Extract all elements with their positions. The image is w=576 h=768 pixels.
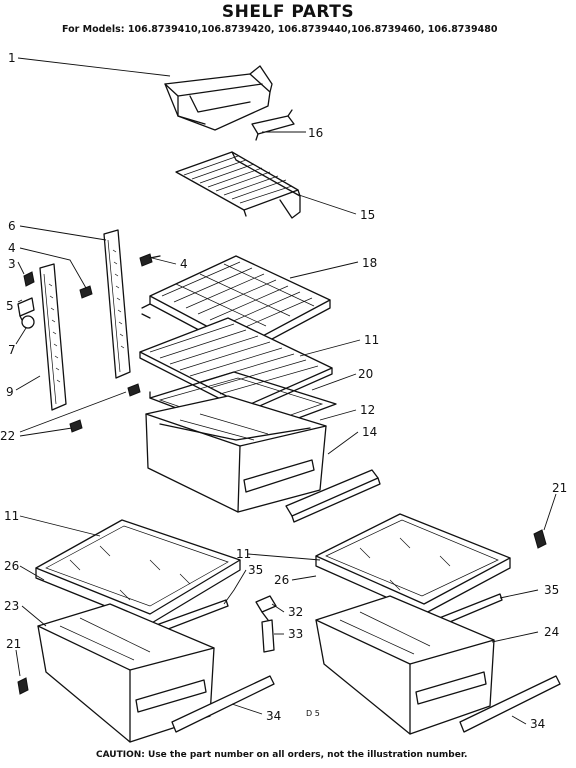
part-4-screw xyxy=(139,253,161,267)
part-3-clip xyxy=(23,271,35,287)
callout-labels: 1 16 15 6 4 4 3 5 7 9 18 11 20 12 14 22 … xyxy=(0,51,567,731)
callout-11-right: 11 xyxy=(236,547,251,561)
part-22-screw-upper xyxy=(127,383,141,397)
callout-23: 23 xyxy=(4,599,19,613)
leader-lines xyxy=(15,57,557,725)
part-32-bracket xyxy=(255,595,277,621)
part-15-wire-rack xyxy=(175,151,301,219)
callout-7: 7 xyxy=(8,343,16,357)
part-33-support xyxy=(261,619,275,653)
callout-22: 22 xyxy=(0,429,15,443)
part-4-screw-left xyxy=(79,285,93,299)
part-7-cam xyxy=(21,315,35,329)
part-21-clip-left xyxy=(17,677,29,695)
part-11-glass-shelf-right xyxy=(315,513,511,615)
callout-4-right: 4 xyxy=(180,257,188,271)
callout-34-left: 34 xyxy=(266,709,281,723)
callout-1: 1 xyxy=(8,51,16,65)
callout-26-left: 26 xyxy=(4,559,19,573)
callout-24: 24 xyxy=(544,625,559,639)
part-9-shelf-support-rail xyxy=(39,263,67,411)
part-12-crisper-drawer xyxy=(145,395,327,513)
callout-33: 33 xyxy=(288,627,303,641)
callout-32: 32 xyxy=(288,605,303,619)
part-1-door-bin xyxy=(164,65,273,131)
callout-34-right: 34 xyxy=(530,717,545,731)
callout-6: 6 xyxy=(8,219,16,233)
callout-18: 18 xyxy=(362,256,377,270)
part-21-clip-right xyxy=(533,529,547,549)
callout-21-right: 21 xyxy=(552,481,567,495)
callout-12: 12 xyxy=(360,403,375,417)
part-24-crisper-drawer-right xyxy=(315,595,495,735)
part-5-bracket xyxy=(17,297,35,321)
part-22-screw-lower xyxy=(69,419,83,433)
part-34-cover-strip-right xyxy=(459,675,561,733)
part-14-cover-strip xyxy=(285,469,381,523)
part-6-shelf-support-rail xyxy=(103,229,131,379)
callout-16: 16 xyxy=(308,126,323,140)
callout-3: 3 xyxy=(8,257,16,271)
callout-14: 14 xyxy=(362,425,377,439)
callout-11-left: 11 xyxy=(4,509,19,523)
callout-15: 15 xyxy=(360,208,375,222)
part-16-bin-clip xyxy=(251,109,295,141)
callout-20: 20 xyxy=(358,367,373,381)
callout-21-left: 21 xyxy=(6,637,21,651)
model-list: For Models: 106.8739410,106.8739420, 106… xyxy=(62,24,498,35)
callout-4-left: 4 xyxy=(8,241,16,255)
callout-9: 9 xyxy=(6,385,14,399)
callout-5: 5 xyxy=(6,299,14,313)
part-34-cover-strip-left xyxy=(171,675,275,733)
callout-35-left: 35 xyxy=(248,563,263,577)
caution-note: CAUTION: Use the part number on all orde… xyxy=(96,750,468,760)
callout-35-right: 35 xyxy=(544,583,559,597)
figure-code: D 5 xyxy=(306,709,320,718)
page-title: SHELF PARTS xyxy=(221,2,355,22)
callout-26-right: 26 xyxy=(274,573,289,587)
callout-11-upper: 11 xyxy=(364,333,379,347)
